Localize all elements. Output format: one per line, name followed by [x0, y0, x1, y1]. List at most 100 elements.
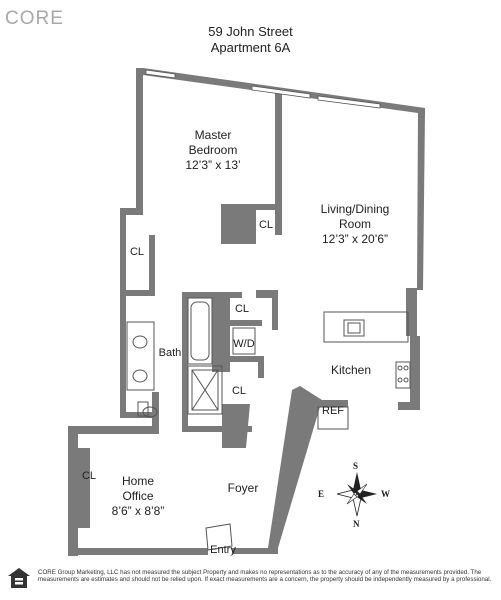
wall: [254, 204, 282, 210]
wall: [120, 290, 155, 296]
living-dining-dims: 12’3” x 20’6”: [321, 232, 389, 246]
address-line-1: 59 John Street: [208, 24, 293, 39]
kitchen-sink: [343, 319, 365, 337]
wall: [232, 548, 278, 554]
wall: [68, 426, 159, 434]
compass-diag: [346, 493, 358, 505]
window: [251, 85, 311, 99]
bathtub: [187, 297, 213, 365]
closet-lower-label: CL: [231, 385, 247, 397]
compass-west-letter: W: [381, 489, 390, 499]
wall: [410, 336, 420, 406]
toilet-bowl: [142, 406, 158, 418]
burner: [397, 377, 403, 383]
master-bedroom-name-2: Bedroom: [188, 143, 238, 157]
compass-south-letter: S: [353, 461, 359, 471]
wall: [182, 292, 188, 432]
master-bedroom-name-1: Master: [194, 128, 232, 142]
wall: [417, 112, 425, 290]
equal-bar: [15, 582, 23, 585]
address-line-2: Apartment 6A: [210, 40, 291, 55]
equal-housing-icon: [8, 568, 30, 588]
wall: [68, 548, 208, 555]
wall: [120, 208, 126, 293]
wall: [120, 208, 143, 215]
closet-block: [221, 204, 256, 244]
closet-office-label: CL: [81, 470, 97, 482]
wall: [256, 290, 278, 298]
closet-bedroom-label: CL: [258, 219, 274, 231]
core-logo: CORE: [5, 8, 64, 29]
entry-door: [205, 523, 233, 551]
compass-north-point: [353, 472, 361, 494]
shower: [187, 365, 223, 415]
kitchen-island: [323, 311, 409, 343]
sink: [132, 369, 148, 383]
home-office-name-2: Office: [122, 489, 154, 503]
wall: [275, 90, 282, 235]
master-bedroom-label: Master Bedroom 12’3” x 13’: [178, 128, 248, 173]
window: [317, 95, 381, 109]
bathtub-inner: [190, 301, 210, 361]
foyer-label: Foyer: [227, 481, 259, 495]
wall: [398, 402, 420, 410]
refrigerator-label: REF: [322, 405, 344, 417]
wall: [152, 392, 159, 432]
closet-left-label: CL: [129, 246, 145, 258]
compass-diag: [347, 484, 357, 494]
toilet-tank: [137, 401, 149, 417]
wall: [406, 288, 417, 336]
wall: [318, 400, 348, 407]
wall: [136, 68, 143, 208]
disclaimer-text: CORE Group Marketing, LLC has not measur…: [38, 569, 492, 584]
windows: [145, 69, 381, 109]
compass-diag: [356, 483, 368, 495]
vanity-counter: [126, 321, 155, 391]
washer-dryer-box: [232, 327, 256, 355]
wall: [78, 448, 90, 528]
living-dining-name-1: Living/Dining: [320, 202, 390, 216]
compass-east-point: [357, 490, 377, 498]
entry-label: Entry: [210, 544, 236, 556]
wall: [230, 356, 264, 362]
master-bedroom-dims: 12’3” x 13’: [185, 158, 241, 172]
wall: [212, 292, 230, 372]
living-dining-name-2: Room: [338, 217, 371, 231]
burner: [403, 365, 409, 371]
wall: [68, 426, 78, 556]
kitchen-label: Kitchen: [330, 363, 372, 377]
home-office-name-1: Home: [121, 474, 154, 488]
equal-bar: [15, 578, 23, 581]
wall: [120, 296, 126, 416]
wall: [222, 404, 250, 448]
burner: [397, 365, 403, 371]
bathtub-outer: [187, 297, 213, 365]
wall: [272, 290, 278, 330]
wall: [182, 426, 252, 432]
burner: [403, 377, 409, 383]
wall: [258, 356, 264, 378]
wall: [268, 386, 322, 548]
home-office-label: Home Office 8’6” x 8’8”: [98, 474, 178, 519]
compass-east-letter: E: [318, 489, 325, 499]
shower-outer: [187, 365, 223, 415]
shower-inner: [191, 369, 219, 411]
closet-mid-label: CL: [234, 303, 250, 315]
shower-diag: [191, 369, 219, 411]
window: [145, 69, 176, 79]
wall: [149, 235, 155, 295]
compass-north-letter: N: [353, 519, 360, 529]
compass-diag: [357, 494, 367, 504]
home-office-dims: 8’6” x 8’8”: [111, 504, 165, 518]
wall: [120, 412, 158, 418]
kitchen-sink-basin: [347, 322, 361, 334]
sink: [132, 335, 148, 349]
refrigerator: [317, 406, 349, 430]
wall: [230, 320, 262, 326]
kitchen: [205, 311, 411, 551]
vanity: [126, 321, 158, 418]
bath-label: Bath: [158, 347, 182, 359]
compass-rose: [336, 472, 377, 517]
washer-dryer-label: W/D: [233, 338, 255, 350]
